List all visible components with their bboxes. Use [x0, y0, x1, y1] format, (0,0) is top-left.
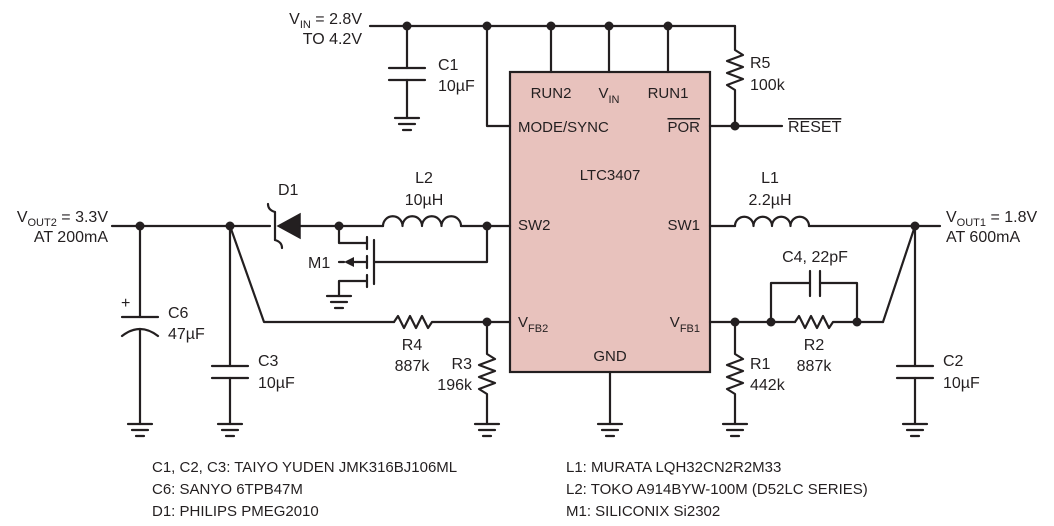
c6-name: C6 — [168, 305, 189, 322]
feedback-network-2 — [228, 224, 512, 330]
inductor-l2 — [381, 215, 463, 228]
pin-sw1: SW1 — [667, 217, 700, 234]
r1-name: R1 — [750, 356, 771, 373]
capacitor-c3 — [210, 224, 250, 438]
r2-value: 887k — [797, 358, 833, 375]
vout1-rail — [708, 221, 942, 231]
c3-value: 10µF — [258, 375, 295, 392]
vout2-current: AT 200mA — [34, 229, 108, 246]
pin-vfb2: VFB2 — [518, 314, 548, 335]
c6-value: 47µF — [168, 326, 205, 343]
pin-run2: RUN2 — [531, 85, 572, 102]
vout1-current: AT 600mA — [946, 229, 1020, 246]
r5-value: 100k — [750, 77, 786, 94]
note-left-3: D1: PHILIPS PMEG2010 — [152, 503, 319, 520]
vout2-rail — [110, 221, 512, 231]
m1-name: M1 — [308, 255, 330, 272]
pin-mode-sync: MODE/SYNC — [518, 119, 609, 136]
diode-d1 — [266, 202, 301, 250]
c6-polarity: + — [121, 295, 130, 312]
c2-value: 10µF — [943, 375, 980, 392]
c3-name: C3 — [258, 353, 279, 370]
pin-sw2: SW2 — [518, 217, 551, 234]
resistor-r1 — [721, 320, 749, 438]
feedback-network-1 — [708, 224, 917, 330]
pin-vin: VIN — [598, 85, 619, 106]
note-right-3: M1: SILICONIX Si2302 — [566, 503, 720, 520]
vout1-label: VOUT1 = 1.8V — [946, 209, 1037, 229]
c2-name: C2 — [943, 353, 964, 370]
c4-label: C4, 22pF — [782, 249, 848, 266]
inductor-l1 — [733, 215, 811, 228]
pin-gnd: GND — [593, 348, 627, 365]
capacitor-c2 — [895, 224, 935, 438]
note-right-1: L1: MURATA LQH32CN2R2M33 — [566, 459, 781, 476]
vin-rail — [368, 21, 737, 128]
pin-por: POR — [667, 119, 700, 136]
note-right-2: L2: TOKO A914BYW-100M (D52LC SERIES) — [566, 481, 868, 498]
reset-label: RESET — [788, 119, 842, 136]
vin-range-label: TO 4.2V — [303, 31, 363, 48]
vin-label: VIN = 2.8V — [289, 11, 362, 31]
capacitor-c6 — [120, 224, 160, 438]
r5-name: R5 — [750, 55, 771, 72]
r4-value: 887k — [395, 358, 431, 375]
r4-name: R4 — [402, 337, 423, 354]
l2-value: 10µH — [405, 192, 444, 209]
pin-run1: RUN1 — [648, 85, 689, 102]
r3-name: R3 — [452, 356, 473, 373]
r1-value: 442k — [750, 377, 786, 394]
l1-value: 2.2µH — [748, 192, 791, 209]
capacitor-c1 — [387, 24, 427, 132]
vout2-label: VOUT2 = 3.3V — [17, 209, 108, 229]
l1-name: L1 — [761, 170, 779, 187]
note-left-1: C1, C2, C3: TAIYO YUDEN JMK316BJ106ML — [152, 459, 457, 476]
resistor-r3 — [473, 320, 501, 438]
c1-name: C1 — [438, 57, 459, 74]
note-left-2: C6: SANYO 6TPB47M — [152, 481, 303, 498]
pin-vfb1: VFB1 — [670, 314, 700, 335]
ic-ground — [596, 370, 624, 438]
d1-name: D1 — [278, 182, 299, 199]
r3-value: 196k — [437, 377, 473, 394]
mosfet-m1 — [325, 224, 489, 310]
c1-value: 10µF — [438, 78, 475, 95]
ltc3407-chip — [508, 70, 712, 374]
chip-name: LTC3407 — [580, 167, 641, 184]
r2-name: R2 — [804, 337, 825, 354]
resistor-r5 — [708, 24, 784, 131]
l2-name: L2 — [415, 170, 433, 187]
